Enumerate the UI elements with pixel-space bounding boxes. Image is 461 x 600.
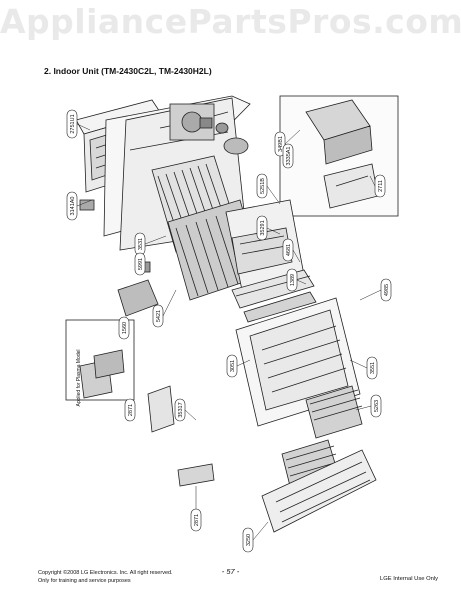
svg-text:4985: 4985 bbox=[384, 284, 390, 296]
callout: 35317 bbox=[174, 398, 186, 422]
callout: 5251B bbox=[256, 173, 268, 199]
svg-text:2711: 2711 bbox=[378, 180, 384, 192]
svg-text:3335A1: 3335A1 bbox=[286, 147, 292, 166]
svg-text:3250: 3250 bbox=[246, 534, 252, 546]
svg-text:3551: 3551 bbox=[370, 362, 376, 374]
svg-text:1560: 1560 bbox=[122, 322, 128, 334]
internal-use-note: LGE Internal Use Only bbox=[380, 576, 438, 582]
callout: 2871 bbox=[124, 398, 136, 422]
svg-text:35317: 35317 bbox=[178, 402, 184, 417]
callout: 2871 bbox=[190, 508, 202, 532]
svg-text:5991: 5991 bbox=[138, 258, 144, 270]
callout: 3141A0 bbox=[66, 191, 78, 221]
page-number: - 57 - bbox=[221, 567, 240, 576]
plasma-note: Applied for Plasma Model bbox=[76, 350, 82, 407]
callout: 4681 bbox=[282, 238, 294, 262]
svg-text:4681: 4681 bbox=[286, 244, 292, 256]
callout: 2711 bbox=[374, 174, 386, 198]
copyright-text: Copyright ©2008 LG Electronics. Inc. All… bbox=[38, 570, 173, 576]
control-box-part bbox=[279, 95, 399, 217]
page-heading: 2. Indoor Unit (TM-2430C2L, TM-2430H2L) bbox=[44, 66, 212, 76]
callout: 1389 bbox=[286, 268, 298, 292]
svg-text:3531: 3531 bbox=[138, 238, 144, 250]
remote-parts bbox=[147, 385, 215, 487]
callout: 2751U1 bbox=[66, 109, 78, 139]
usage-note: Only for training and service purposes bbox=[38, 578, 131, 584]
svg-text:5421: 5421 bbox=[156, 310, 162, 322]
front-cover-part bbox=[261, 449, 377, 533]
svg-text:5263: 5263 bbox=[374, 400, 380, 412]
svg-text:349B1: 349B1 bbox=[278, 136, 284, 152]
callout: 5421 bbox=[152, 304, 164, 328]
watermark: AppliancePartsPros.com bbox=[0, 2, 461, 41]
callout: 3335A1 bbox=[282, 143, 294, 169]
callout: 1560 bbox=[118, 316, 130, 340]
svg-text:3051: 3051 bbox=[230, 360, 236, 372]
callout: 3250 bbox=[242, 527, 254, 553]
motor-part bbox=[199, 117, 249, 155]
svg-text:2871: 2871 bbox=[128, 404, 134, 416]
svg-text:3141A0: 3141A0 bbox=[70, 197, 76, 216]
callout: 4985 bbox=[380, 278, 392, 302]
svg-text:35291: 35291 bbox=[260, 220, 266, 235]
callout: 3531 bbox=[134, 232, 146, 256]
callout: 3051 bbox=[226, 354, 238, 378]
svg-text:2871: 2871 bbox=[194, 514, 200, 526]
svg-text:1389: 1389 bbox=[290, 274, 296, 286]
svg-text:2751U1: 2751U1 bbox=[70, 114, 76, 133]
footer-copyright-block: Copyright ©2008 LG Electronics. Inc. All… bbox=[38, 569, 173, 585]
callout: 5991 bbox=[134, 252, 146, 276]
svg-text:5251B: 5251B bbox=[260, 178, 266, 194]
leader-lines bbox=[76, 123, 382, 541]
callout: 35291 bbox=[256, 215, 268, 241]
callout: 5263 bbox=[370, 394, 382, 418]
callout: 3551 bbox=[366, 356, 378, 380]
